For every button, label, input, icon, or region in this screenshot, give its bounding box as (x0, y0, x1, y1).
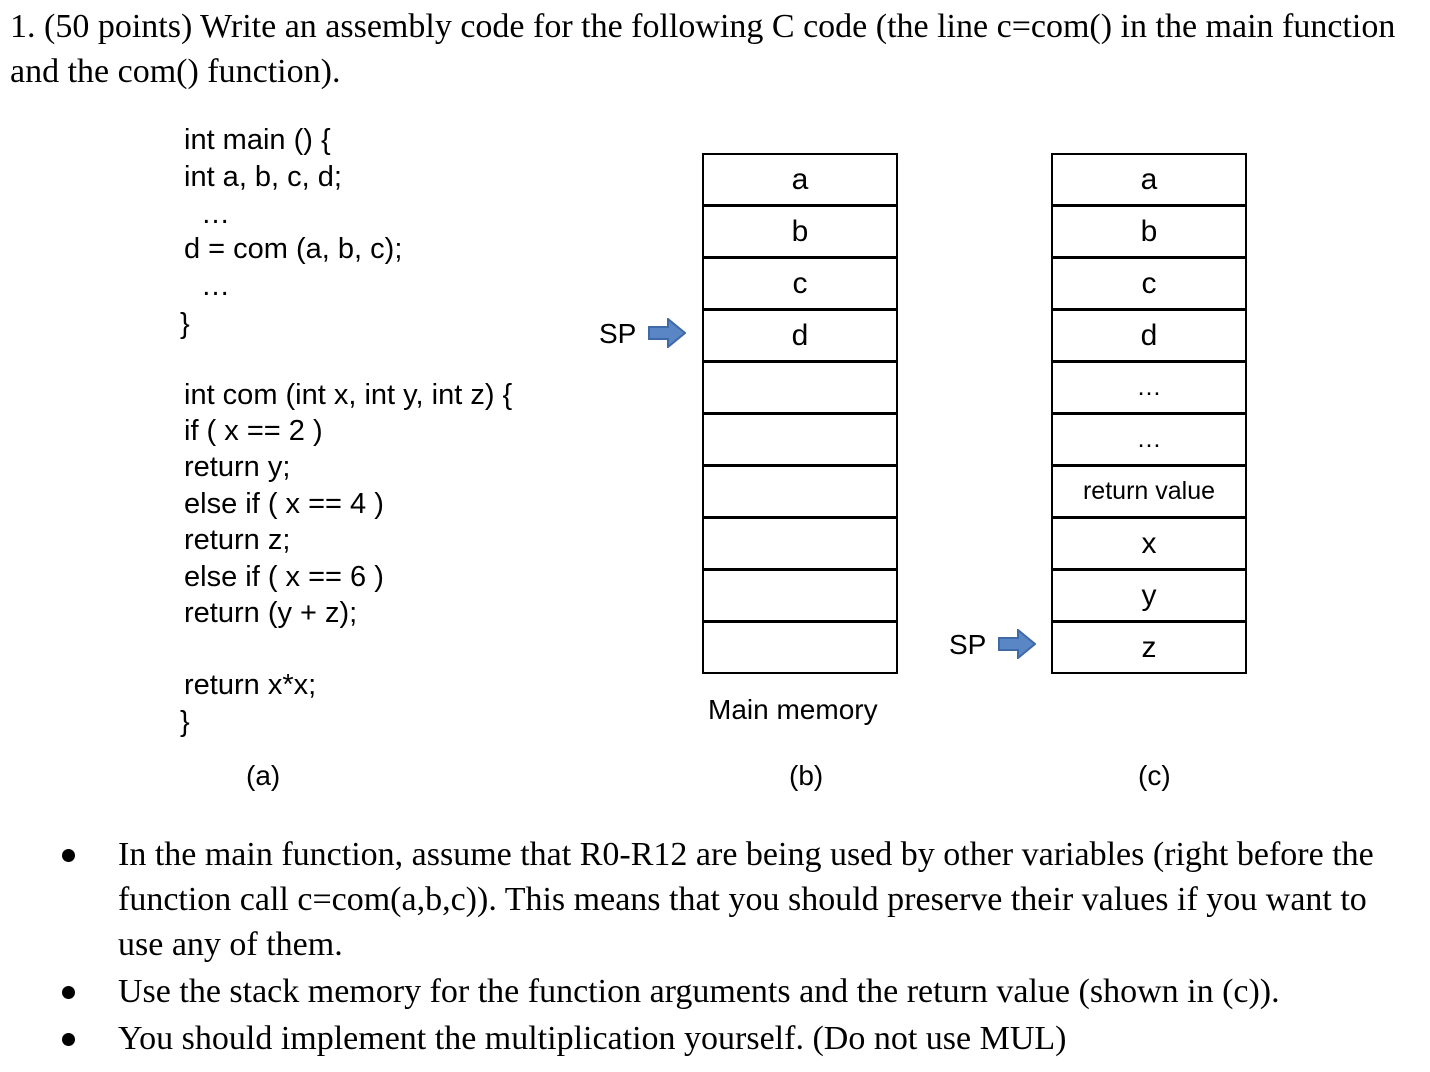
memory-label: Main memory (708, 694, 878, 725)
memory-cell: a (702, 153, 898, 206)
memory-cell: x (1051, 517, 1247, 570)
list-item: You should implement the multiplication … (0, 1016, 1420, 1061)
sp-label: SP (949, 629, 987, 660)
memory-cell (702, 517, 898, 570)
code-line: int main () { (184, 124, 331, 156)
code-line: return x*x; (184, 669, 317, 701)
sp-label: SP (599, 318, 637, 349)
code-line: int com (int x, int y, int z) { (184, 379, 513, 411)
bullet-icon (62, 849, 75, 862)
memory-cell: a (1051, 153, 1247, 206)
memory-cell (702, 413, 898, 466)
caption-c: (c) (1138, 760, 1171, 791)
list-item: Use the stack memory for the function ar… (0, 969, 1420, 1014)
code-line: return y; (184, 451, 291, 483)
memory-cell: d (702, 309, 898, 362)
bullet-icon (62, 986, 75, 999)
memory-cell: c (702, 257, 898, 310)
list-item: In the main function, assume that R0-R12… (0, 832, 1420, 967)
instruction-list: In the main function, assume that R0-R12… (0, 832, 1420, 1063)
right-arrow-icon (648, 318, 686, 348)
code-line: if ( x == 2 ) (184, 415, 323, 447)
code-line: } (180, 308, 190, 340)
code-line: return z; (184, 524, 291, 556)
memory-cell: return value (1051, 465, 1247, 518)
memory-cell (702, 569, 898, 622)
memory-cell (702, 361, 898, 414)
code-line: int a, b, c, d; (184, 161, 342, 193)
code-line: … (201, 198, 230, 230)
caption-a: (a) (246, 760, 281, 791)
bullet-text: Use the stack memory for the function ar… (118, 973, 1280, 1010)
memory-cell: b (1051, 205, 1247, 258)
memory-cell: c (1051, 257, 1247, 310)
code-line: else if ( x == 6 ) (184, 561, 384, 593)
caption-b: (b) (789, 760, 824, 791)
code-line: return (y + z); (184, 597, 358, 629)
memory-cell (702, 465, 898, 518)
question-text: 1. (50 points) Write an assembly code fo… (10, 8, 1396, 90)
memory-cell: z (1051, 621, 1247, 674)
memory-cell: … (1051, 361, 1247, 414)
code-line: } (180, 706, 190, 738)
bullet-text: In the main function, assume that R0-R12… (118, 836, 1374, 963)
bullet-text: You should implement the multiplication … (118, 1020, 1067, 1057)
memory-cell: … (1051, 413, 1247, 466)
code-line: d = com (a, b, c); (184, 233, 403, 265)
bullet-icon (62, 1033, 75, 1046)
right-arrow-icon (998, 629, 1036, 659)
memory-cell: d (1051, 309, 1247, 362)
memory-cell: y (1051, 569, 1247, 622)
memory-cell (702, 621, 898, 674)
code-line: else if ( x == 4 ) (184, 488, 384, 520)
memory-cell: b (702, 205, 898, 258)
code-line: … (201, 270, 230, 302)
